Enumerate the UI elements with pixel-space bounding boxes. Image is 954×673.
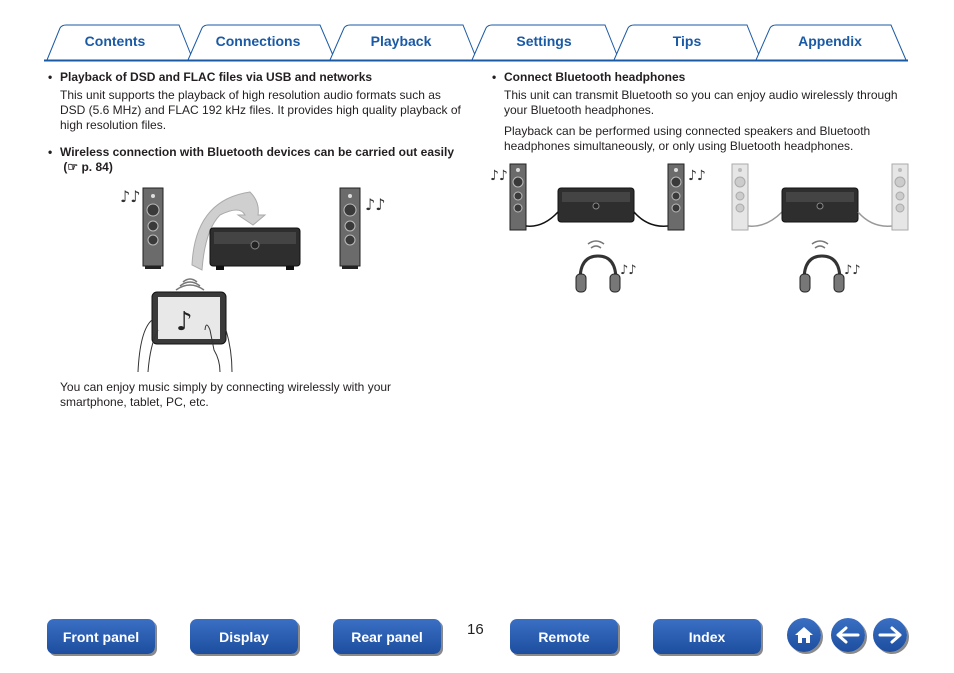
amplifier bbox=[557, 187, 635, 223]
tablet: ♪ bbox=[151, 291, 227, 345]
left-column: Playback of DSD and FLAC files via USB a… bbox=[48, 70, 468, 175]
bluetooth-heading-text: Wireless connection with Bluetooth devic… bbox=[60, 145, 455, 159]
amplifier bbox=[781, 187, 859, 223]
headphones-only-illustration: ♪♪ bbox=[731, 163, 909, 293]
speaker-left-inactive bbox=[731, 163, 749, 231]
arrow-left-icon bbox=[836, 626, 860, 644]
remote-button[interactable]: Remote bbox=[510, 619, 618, 654]
hands bbox=[137, 319, 233, 373]
home-icon bbox=[795, 627, 813, 643]
rear-panel-button[interactable]: Rear panel bbox=[333, 619, 441, 654]
amplifier bbox=[209, 227, 301, 270]
bluetooth-caption: You can enjoy music simply by connecting… bbox=[60, 380, 392, 409]
page-number: 16 bbox=[467, 621, 484, 638]
display-button[interactable]: Display bbox=[190, 619, 298, 654]
svg-text:♪: ♪ bbox=[176, 307, 193, 337]
bluetooth-page-ref[interactable]: p. 84 bbox=[81, 160, 109, 174]
music-note-icon: ♪♪ bbox=[365, 195, 385, 214]
home-button[interactable] bbox=[787, 618, 821, 652]
forward-button[interactable] bbox=[873, 618, 907, 652]
top-tab-bar: Contents Connections Playback Settings T… bbox=[0, 0, 954, 64]
back-button[interactable] bbox=[831, 618, 865, 652]
music-note-icon: ♪♪ bbox=[620, 263, 637, 278]
right-column: Connect Bluetooth headphones This unit c… bbox=[492, 70, 902, 154]
arrow-icon bbox=[191, 191, 267, 271]
headphones-text-2: Playback can be performed using connecte… bbox=[504, 124, 871, 153]
wireless-signal-icon bbox=[175, 278, 205, 291]
headphones-icon bbox=[799, 254, 845, 293]
tab-playback[interactable]: Playback bbox=[370, 33, 432, 49]
music-note-icon: ♪♪ bbox=[120, 187, 140, 206]
headphones-text-1: This unit can transmit Bluetooth so you … bbox=[504, 88, 898, 117]
headphones-heading: Connect Bluetooth headphones bbox=[492, 70, 902, 85]
speaker-right bbox=[339, 187, 361, 269]
tab-appendix[interactable]: Appendix bbox=[798, 33, 862, 49]
speaker-right-inactive bbox=[891, 163, 909, 231]
speaker-left bbox=[509, 163, 527, 231]
wireless-signal-icon bbox=[587, 240, 605, 249]
tab-connections[interactable]: Connections bbox=[215, 33, 301, 49]
dsd-flac-text: This unit supports the playback of high … bbox=[60, 88, 461, 132]
music-note-icon: ♪♪ bbox=[844, 263, 861, 278]
wireless-signal-icon bbox=[811, 240, 829, 249]
front-panel-button[interactable]: Front panel bbox=[47, 619, 155, 654]
speaker-left bbox=[142, 187, 164, 269]
bluetooth-heading: Wireless connection with Bluetooth devic… bbox=[48, 145, 468, 175]
music-note-icon: ♪♪ bbox=[490, 168, 508, 184]
headphones-icon bbox=[575, 254, 621, 293]
index-button[interactable]: Index bbox=[653, 619, 761, 654]
dsd-flac-heading: Playback of DSD and FLAC files via USB a… bbox=[48, 70, 468, 85]
speakers-and-headphones-illustration: ♪♪ ♪♪ ♪♪ bbox=[490, 163, 706, 293]
tab-settings[interactable]: Settings bbox=[516, 33, 572, 49]
pointing-hand-icon: ☞ bbox=[67, 160, 79, 174]
tab-bar-outline bbox=[44, 24, 908, 62]
bluetooth-illustration: ♪♪ ♪♪ ♪ bbox=[120, 187, 385, 373]
speaker-right bbox=[667, 163, 685, 231]
tab-contents[interactable]: Contents bbox=[84, 33, 146, 49]
arrow-right-icon bbox=[878, 626, 902, 644]
tab-tips[interactable]: Tips bbox=[672, 33, 702, 49]
music-note-icon: ♪♪ bbox=[688, 168, 706, 184]
